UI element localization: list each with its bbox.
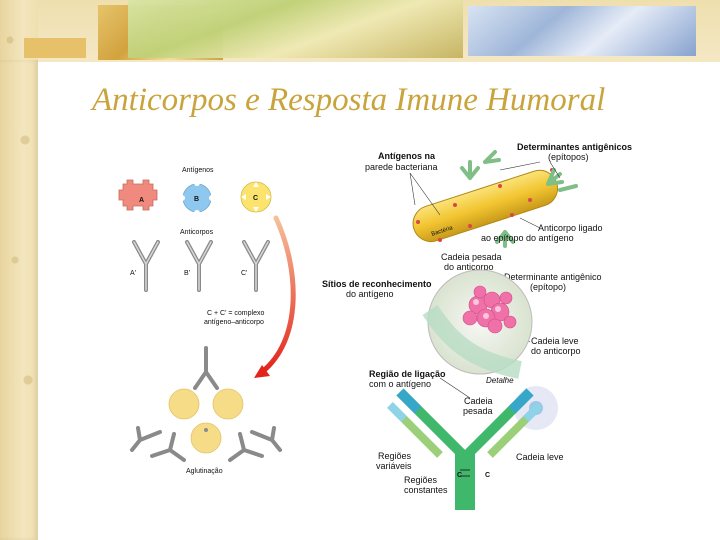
slide-title: Anticorpos e Resposta Imune Humoral	[92, 82, 606, 118]
label-determinant-1: Determinante antigênico	[504, 272, 602, 282]
label-heavy-chain-1: Cadeia pesada	[441, 252, 502, 262]
label-antigens-bacterial-1: Antígenos na	[378, 151, 436, 161]
left-figure: Antígenos A B C Anticorpos A'	[118, 167, 296, 475]
reaction-arrowhead	[254, 365, 270, 378]
label-bound-2: ao epítopo do antígeno	[481, 233, 574, 243]
antigen-b-label: B	[194, 196, 199, 203]
label-binding-1: Região de ligação	[369, 369, 446, 379]
label-bound-1: Anticorpo ligado	[538, 223, 603, 233]
label-recognition-1: Sítios de reconhecimento	[322, 279, 432, 289]
label-detail: Detalhe	[486, 376, 514, 385]
detail-circle	[422, 269, 533, 379]
label-c-right: C	[485, 472, 490, 479]
antibody-c-label: C'	[241, 270, 247, 277]
label-heavy-1: Cadeia	[464, 396, 493, 406]
antigen-a: A	[118, 179, 158, 211]
label-light: Cadeia leve	[516, 452, 564, 462]
antigen-a-label: A	[139, 197, 144, 204]
banner-tile-leaves	[128, 0, 463, 58]
banner-tile-blue	[468, 6, 696, 56]
banner-tile-small	[24, 38, 86, 58]
label-heavy-chain-2: do anticorpo	[444, 262, 494, 272]
label-determinant-2: (epítopo)	[530, 282, 566, 292]
antibodies-heading: Anticorpos	[180, 229, 214, 236]
complex-line2: antígeno–anticorpo	[204, 319, 264, 326]
label-binding-2: com o antígeno	[369, 379, 431, 389]
label-antigens-bacterial-2: parede bacteriana	[365, 162, 438, 172]
antibody-b-label: B'	[184, 270, 190, 277]
antigen-b: B	[179, 180, 215, 216]
label-recognition-2: do antígeno	[346, 289, 394, 299]
antibody-c	[242, 240, 270, 292]
label-determinants-1: Determinantes antigênicos	[517, 142, 632, 152]
antibody-structure	[387, 386, 558, 510]
antibody-a	[132, 240, 160, 292]
antigens-heading: Antígenos	[182, 167, 214, 174]
label-light-chain-2: do anticorpo	[531, 346, 581, 356]
agglutination-complex	[130, 346, 282, 462]
disulfide-bridges	[460, 469, 470, 477]
label-constant-2: constantes	[404, 485, 448, 495]
antigen-c-label: C	[253, 195, 258, 202]
agglutination-label: Aglutinação	[186, 468, 223, 475]
label-variable-2: variáveis	[376, 461, 412, 471]
label-constant-1: Regiões	[404, 475, 438, 485]
label-c-left: C	[457, 472, 462, 479]
right-figure: Antígenos na parede bacteriana Determina…	[322, 142, 632, 510]
label-light-chain-1: Cadeia leve	[531, 336, 579, 346]
antigen-c: C	[240, 181, 272, 213]
antibody-b	[185, 240, 213, 292]
label-determinants-2: (epítopos)	[548, 152, 589, 162]
complex-line1: C + C' = complexo	[207, 310, 264, 317]
antibody-a-label: A'	[130, 270, 136, 277]
label-heavy-2: pesada	[463, 406, 493, 416]
reaction-arrow	[259, 215, 296, 375]
slide-left-border	[0, 0, 38, 540]
label-variable-1: Regiões	[378, 451, 412, 461]
bacterium: Bactéria	[412, 150, 578, 248]
